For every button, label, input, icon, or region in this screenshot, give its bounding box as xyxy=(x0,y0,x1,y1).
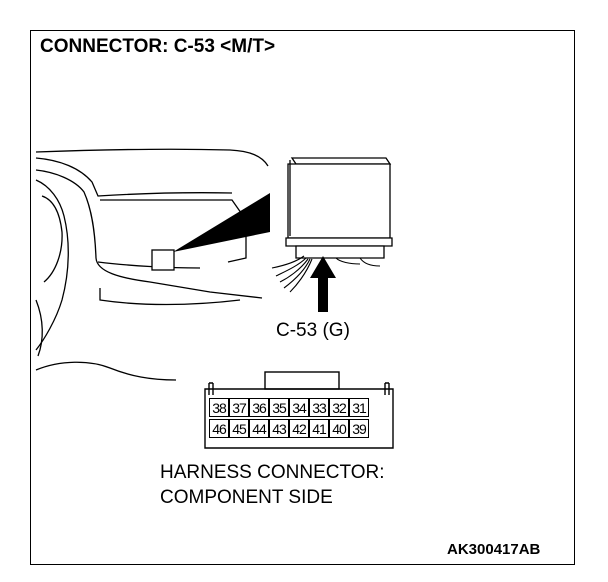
harness-caption-line1: HARNESS CONNECTOR: xyxy=(160,462,385,483)
module-top xyxy=(290,157,392,165)
dashboard-upper-panel xyxy=(35,157,233,197)
pin-cell: 39 xyxy=(349,419,369,438)
pin-row-bottom: 46 45 44 43 42 41 40 39 xyxy=(209,419,369,440)
figure-code: AK300417AB xyxy=(447,541,541,558)
module-connector-base xyxy=(295,245,385,259)
dashboard-top-edge xyxy=(35,148,269,167)
harness-caption-line2: COMPONENT SIDE xyxy=(160,487,333,508)
pin-cell: 43 xyxy=(269,419,289,438)
pin-cell: 41 xyxy=(309,419,329,438)
pin-cell: 34 xyxy=(289,398,309,417)
pin-cell: 46 xyxy=(209,419,229,438)
pin-cell: 42 xyxy=(289,419,309,438)
steering-curve xyxy=(35,299,43,357)
dashboard-cluster xyxy=(41,195,63,283)
dashboard-step xyxy=(99,288,241,306)
figure-frame xyxy=(30,30,575,565)
callout-wedge xyxy=(173,193,270,252)
pin-cell: 45 xyxy=(229,419,249,438)
pin-cell: 35 xyxy=(269,398,289,417)
module-body xyxy=(287,163,391,239)
pin-row-top: 38 37 36 35 34 33 32 31 xyxy=(209,398,369,419)
pin-grid: 38 37 36 35 34 33 32 31 46 45 44 43 42 4… xyxy=(209,398,369,440)
connector-latch xyxy=(264,371,340,390)
module-flange xyxy=(285,237,393,247)
dashboard-side-curve xyxy=(35,179,69,351)
dashboard-connector-location xyxy=(151,249,175,271)
glovebox-lower xyxy=(97,261,201,269)
pin-cell: 36 xyxy=(249,398,269,417)
pin-cell: 32 xyxy=(329,398,349,417)
pin-cell: 33 xyxy=(309,398,329,417)
connector-housing xyxy=(204,388,394,449)
pin-cell: 40 xyxy=(329,419,349,438)
dashboard-bottom xyxy=(35,361,177,381)
dashboard-lower-edge xyxy=(35,169,263,299)
pin-cell: 37 xyxy=(229,398,249,417)
pin-cell: 31 xyxy=(349,398,369,417)
connector-right-tab xyxy=(384,382,390,395)
pin-cell: 38 xyxy=(209,398,229,417)
figure-title: CONNECTOR: C-53 <M/T> xyxy=(40,36,276,57)
connector-label: C-53 (G) xyxy=(276,320,350,341)
connector-left-tab xyxy=(208,382,214,395)
pin-cell: 44 xyxy=(249,419,269,438)
up-arrow xyxy=(310,256,336,312)
